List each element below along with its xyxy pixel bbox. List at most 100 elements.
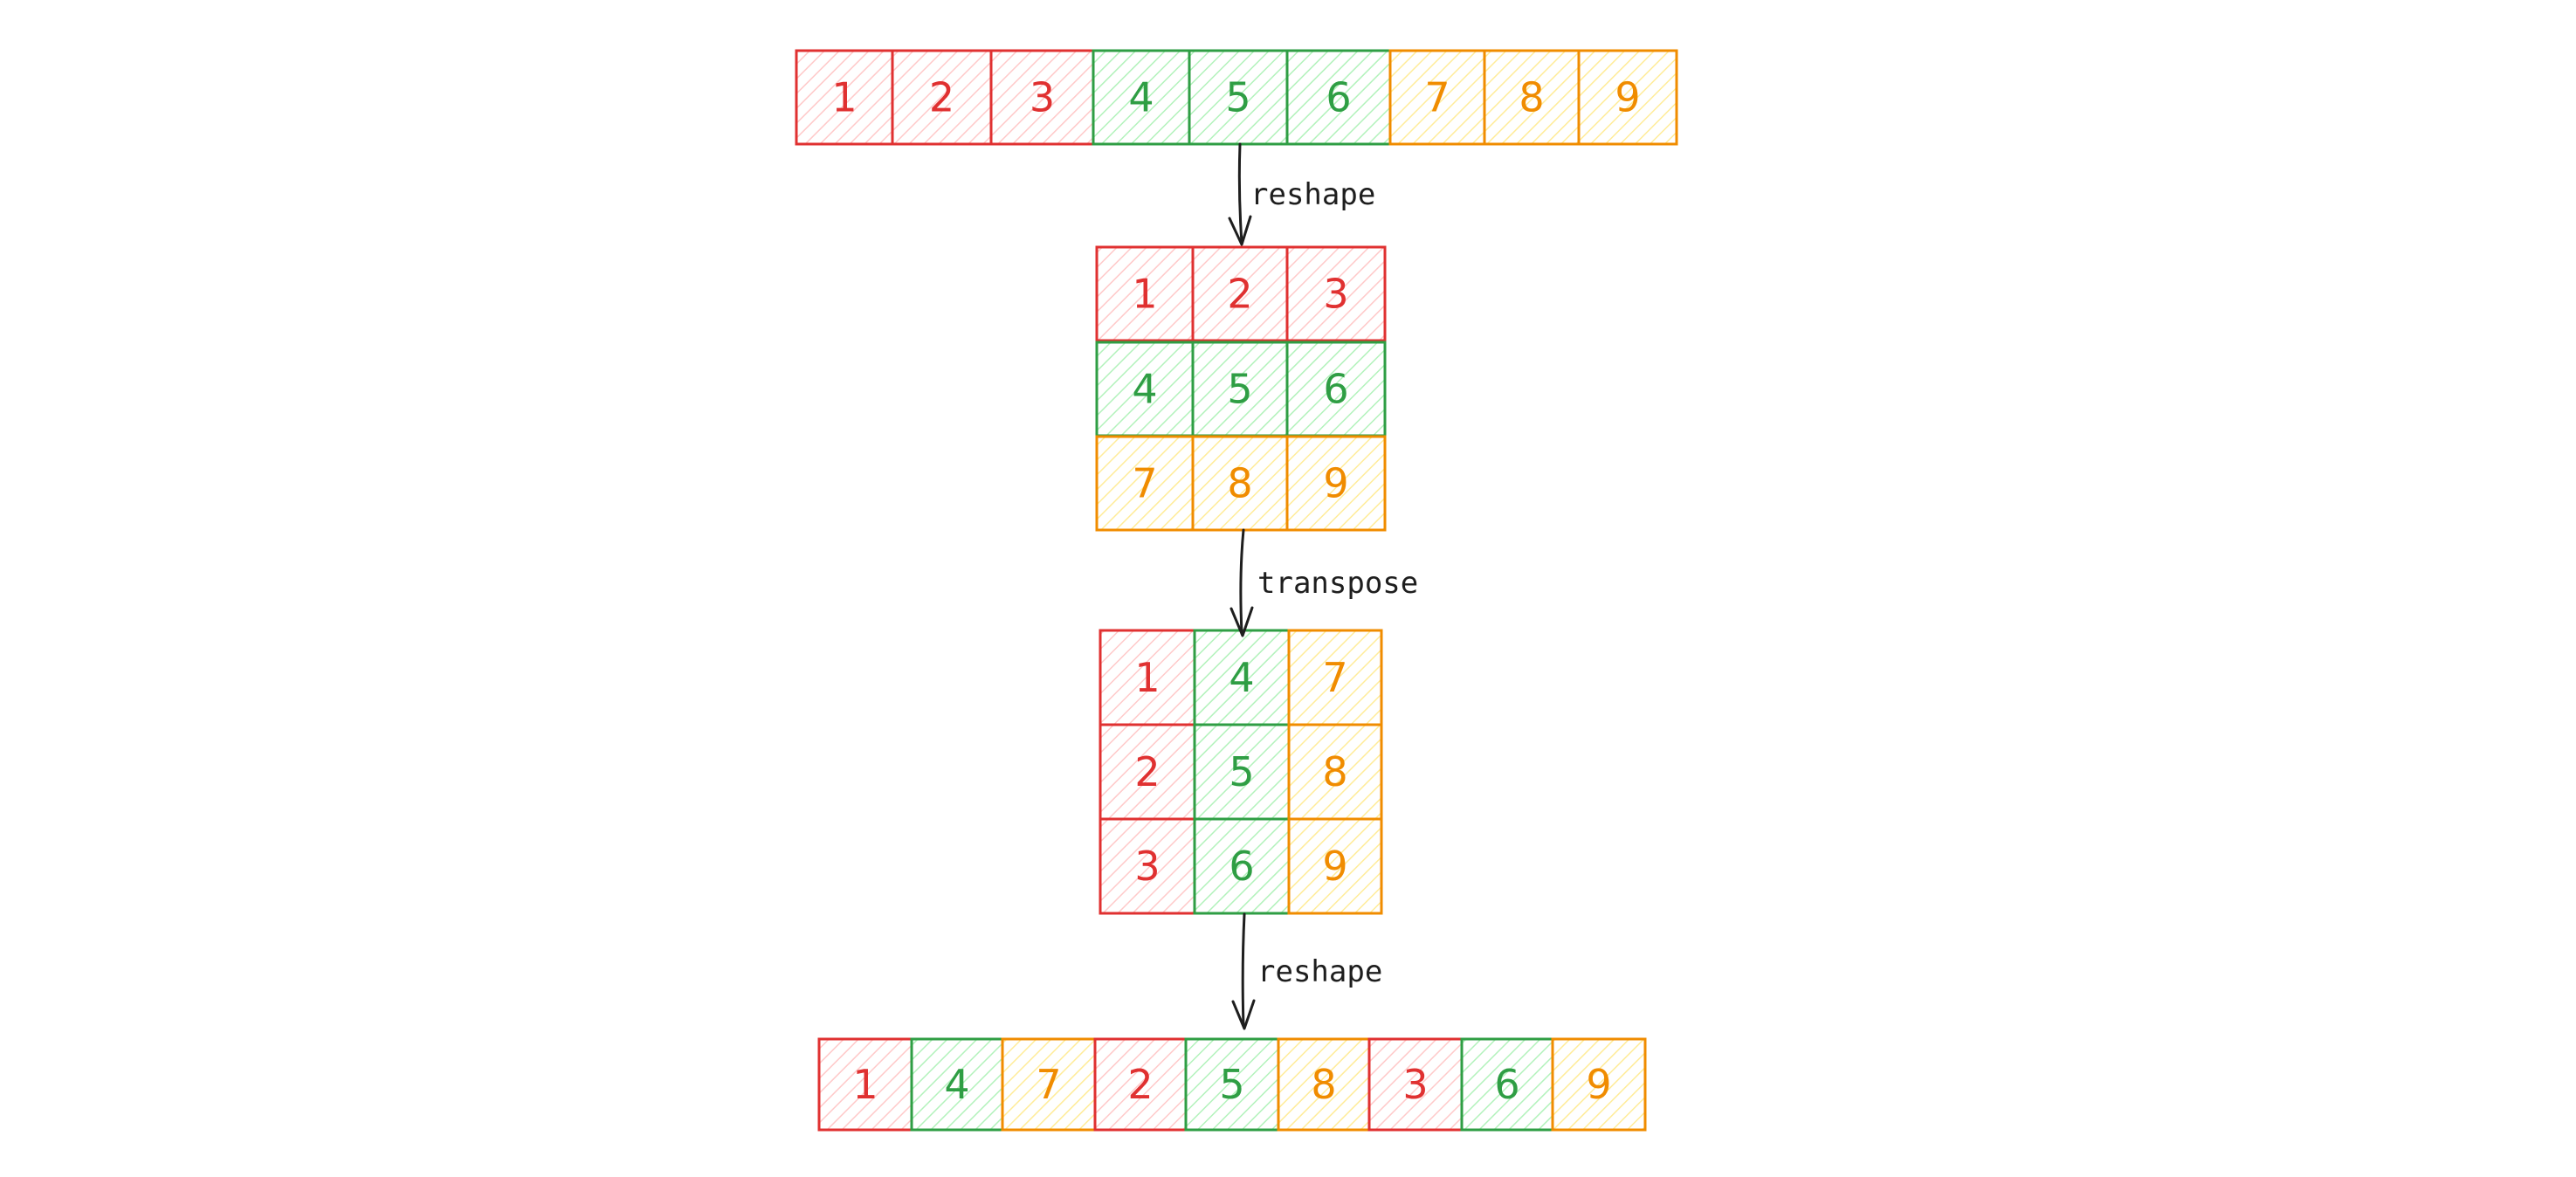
output-flat-cell-value: 6	[1494, 1061, 1519, 1108]
reshaped-matrix-cell: 2	[1191, 245, 1289, 342]
reshaped-matrix-cell: 3	[1285, 245, 1387, 342]
output-flat-cell-value: 2	[1127, 1061, 1153, 1108]
reshaped-matrix-cell-box	[1285, 435, 1387, 532]
input-flat-cell-value: 1	[831, 74, 857, 121]
input-flat-cell-box	[795, 49, 894, 146]
reshaped-matrix-cell: 5	[1191, 341, 1289, 437]
output-flat-cell-value: 9	[1586, 1061, 1611, 1108]
reshaped-matrix-cell-value: 7	[1132, 460, 1157, 507]
input-flat-cell: 7	[1388, 49, 1486, 146]
input-flat-cell-value: 2	[929, 74, 954, 121]
input-flat-cell-value: 3	[1030, 74, 1055, 121]
reshaped-matrix-cell: 7	[1095, 435, 1195, 532]
transposed-matrix-cell: 5	[1193, 723, 1291, 821]
reshaped-matrix-cell-value: 8	[1227, 460, 1252, 507]
transposed-matrix-cell-box	[1287, 723, 1383, 821]
label-reshape-1: reshape	[1250, 177, 1375, 212]
transposed-matrix-cell-value: 4	[1229, 654, 1254, 701]
arrow-reshape-2	[1231, 912, 1256, 1030]
label-transpose: transpose	[1257, 566, 1418, 601]
output-flat-cell: 7	[1001, 1037, 1097, 1132]
input-flat-cell-box	[1188, 49, 1289, 146]
input-flat-cell-box	[1577, 49, 1678, 146]
reshaped-matrix-cell: 4	[1095, 341, 1195, 437]
transposed-matrix-cell-value: 8	[1322, 748, 1347, 795]
input-flat-cell: 8	[1483, 49, 1581, 146]
input-flat-cell-value: 4	[1128, 74, 1154, 121]
output-flat-cell: 6	[1460, 1037, 1554, 1132]
reshaped-matrix-cell-value: 2	[1227, 271, 1252, 318]
reshaped-matrix-cell-box	[1095, 435, 1195, 532]
output-flat-cell-box	[1551, 1037, 1647, 1132]
output-flat-cell-value: 8	[1311, 1061, 1336, 1108]
input-flat-cell: 5	[1188, 49, 1289, 146]
input-flat-cell: 9	[1577, 49, 1678, 146]
output-flat-cell-value: 4	[944, 1061, 969, 1108]
reshaped-matrix-cell: 1	[1095, 245, 1195, 342]
reshaped-matrix-cell: 8	[1191, 435, 1289, 532]
reshaped-matrix-cell-value: 9	[1323, 460, 1348, 507]
output-flat-cell-value: 1	[852, 1061, 878, 1108]
input-flat-cell: 1	[795, 49, 894, 146]
input-flat-cell-value: 6	[1326, 74, 1351, 121]
output-flat-cell-value: 3	[1402, 1061, 1428, 1108]
transposed-matrix-cell: 6	[1193, 817, 1291, 915]
transposed-matrix-cell: 3	[1099, 817, 1196, 915]
transposed-matrix-cell-value: 6	[1229, 843, 1254, 890]
reshaped-matrix-cell: 9	[1285, 435, 1387, 532]
input-flat-cell-value: 9	[1615, 74, 1640, 121]
reshaped-matrix-cell-value: 6	[1323, 366, 1348, 413]
input-flat-cell-box	[1388, 49, 1486, 146]
input-flat-cell-value: 8	[1519, 74, 1544, 121]
output-flat-cell: 8	[1277, 1037, 1371, 1132]
output-flat-cell: 9	[1551, 1037, 1647, 1132]
output-flat-cell-box	[817, 1037, 913, 1132]
transposed-matrix-cell-value: 5	[1229, 748, 1254, 795]
transposed-matrix-cell-value: 2	[1134, 748, 1160, 795]
input-flat-cell-box	[1285, 49, 1392, 146]
output-flat-cell-value: 5	[1219, 1061, 1244, 1108]
transposed-matrix-cell-value: 3	[1134, 843, 1160, 890]
reshaped-matrix-cell-box	[1191, 435, 1289, 532]
input-flat-cell-box	[989, 49, 1095, 146]
transposed-matrix-cell-box	[1193, 723, 1291, 821]
transposed-matrix-cell-box	[1099, 723, 1196, 821]
output-flat-cell-box	[1093, 1037, 1188, 1132]
transposed-matrix-cell-box	[1099, 817, 1196, 915]
transposed-matrix-cell: 7	[1287, 629, 1383, 726]
output-flat-cell-value: 7	[1036, 1061, 1061, 1108]
transposed-matrix-cell: 1	[1099, 629, 1196, 726]
transposed-matrix-cell-box	[1287, 817, 1383, 915]
output-flat-cell: 1	[817, 1037, 913, 1132]
transposed-matrix-cell-box	[1287, 629, 1383, 726]
input-flat-cell-value: 5	[1225, 74, 1250, 121]
reshaped-matrix-cell-value: 3	[1323, 271, 1348, 318]
transposed-matrix-cell: 2	[1099, 723, 1196, 821]
arrow-reshape-1	[1228, 142, 1252, 246]
input-flat-cell: 3	[989, 49, 1095, 146]
transposed-matrix-cell: 9	[1287, 817, 1383, 915]
transposed-matrix-cell-value: 9	[1322, 843, 1347, 890]
transposed-matrix-cell-box	[1099, 629, 1196, 726]
output-flat-cell: 3	[1367, 1037, 1464, 1132]
transposed-matrix-cell-box	[1193, 629, 1291, 726]
output-flat-cell: 4	[910, 1037, 1004, 1132]
reshaped-matrix-cell-box	[1285, 245, 1387, 342]
input-flat-cell-value: 7	[1424, 74, 1450, 121]
output-flat-cell: 2	[1093, 1037, 1188, 1132]
label-reshape-2: reshape	[1257, 954, 1382, 989]
reshaped-matrix-cell-value: 1	[1132, 271, 1157, 318]
transposed-matrix-cell: 8	[1287, 723, 1383, 821]
output-flat-cell-box	[1367, 1037, 1464, 1132]
transposed-matrix-cell-value: 1	[1134, 654, 1160, 701]
transposed-matrix-cell: 4	[1193, 629, 1291, 726]
reshaped-matrix-cell-box	[1191, 341, 1289, 437]
input-flat-cell-box	[891, 49, 993, 146]
output-flat-cell-box	[910, 1037, 1004, 1132]
transposed-matrix-cell-value: 7	[1322, 654, 1347, 701]
reshaped-matrix-cell-value: 5	[1227, 366, 1252, 413]
reshaped-matrix-cell: 6	[1285, 341, 1387, 437]
input-flat-cell: 6	[1285, 49, 1392, 146]
